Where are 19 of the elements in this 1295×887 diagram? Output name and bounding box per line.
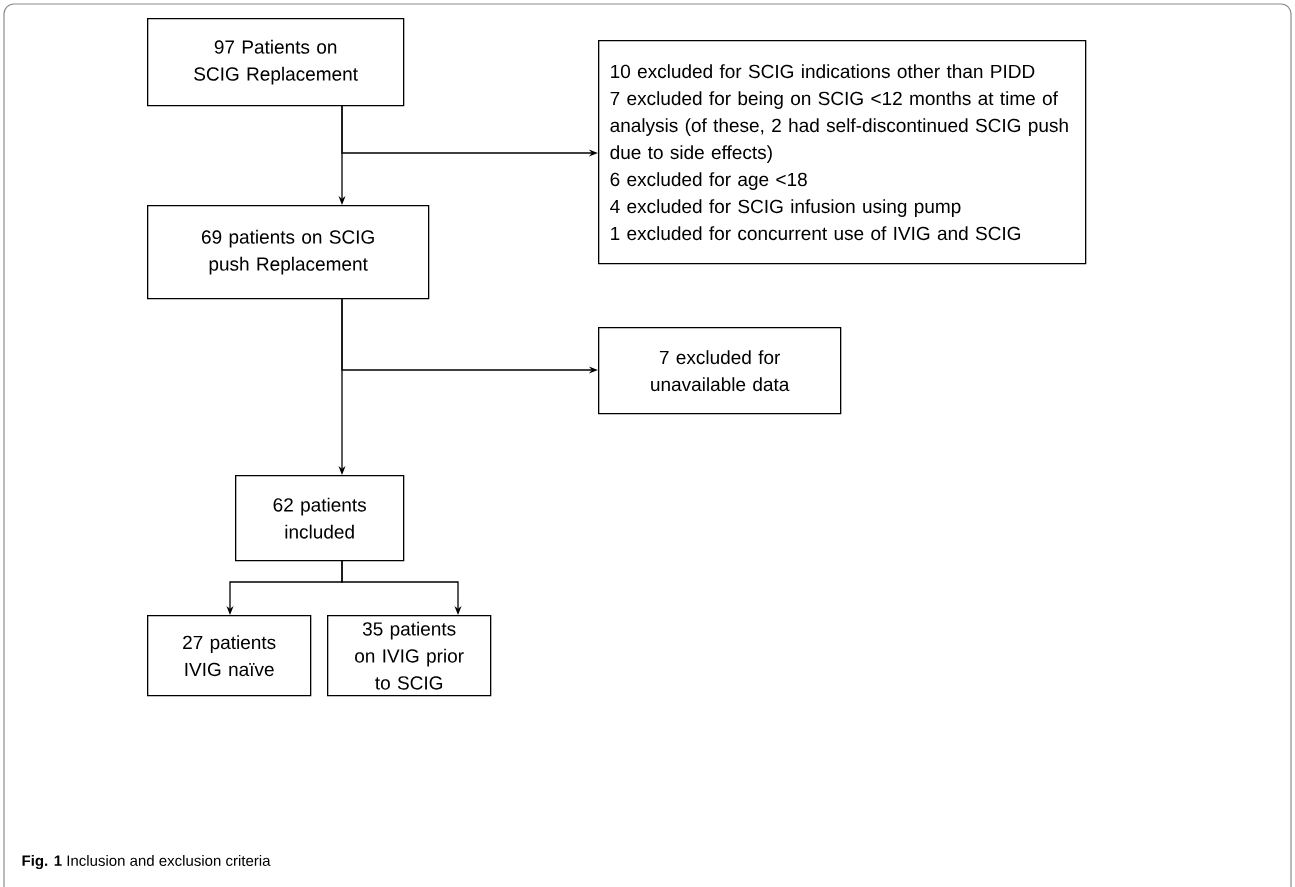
node-label: 7 excluded for being on SCIG <12 months at time of analysis (of these, 2 had self-discontinued SCIG push due to side effects) [610,91,1068,163]
node-label: 27 patients IVIG naïve [183,635,276,677]
process-box [147,205,430,300]
node-label: 97 Patients on SCIG Replacement [194,39,358,85]
node-label: 35 patients on IVIG prior to SCIG [355,621,464,690]
process-box [327,615,492,697]
process-box [147,18,405,107]
process-box [235,475,405,562]
node-label: 7 excluded for unavailable data [651,350,790,392]
node-label: 69 patients on SCIG push Replacement [201,229,374,275]
node-label: 62 patients included [273,497,366,539]
process-box [598,327,842,415]
node-label: 1 excluded for concurrent use of IVIG and SCIG [611,226,1021,241]
exclusion-box [598,40,1087,265]
node-label: 10 excluded for SCIG indications other than PIDD [611,64,1035,79]
node-label: 4 excluded for SCIG infusion using pump [610,199,961,217]
caption: Fig. 1 Inclusion and exclusion criteria [22,855,271,870]
node-label: 6 excluded for age <18 [610,172,807,190]
process-box [147,615,312,697]
